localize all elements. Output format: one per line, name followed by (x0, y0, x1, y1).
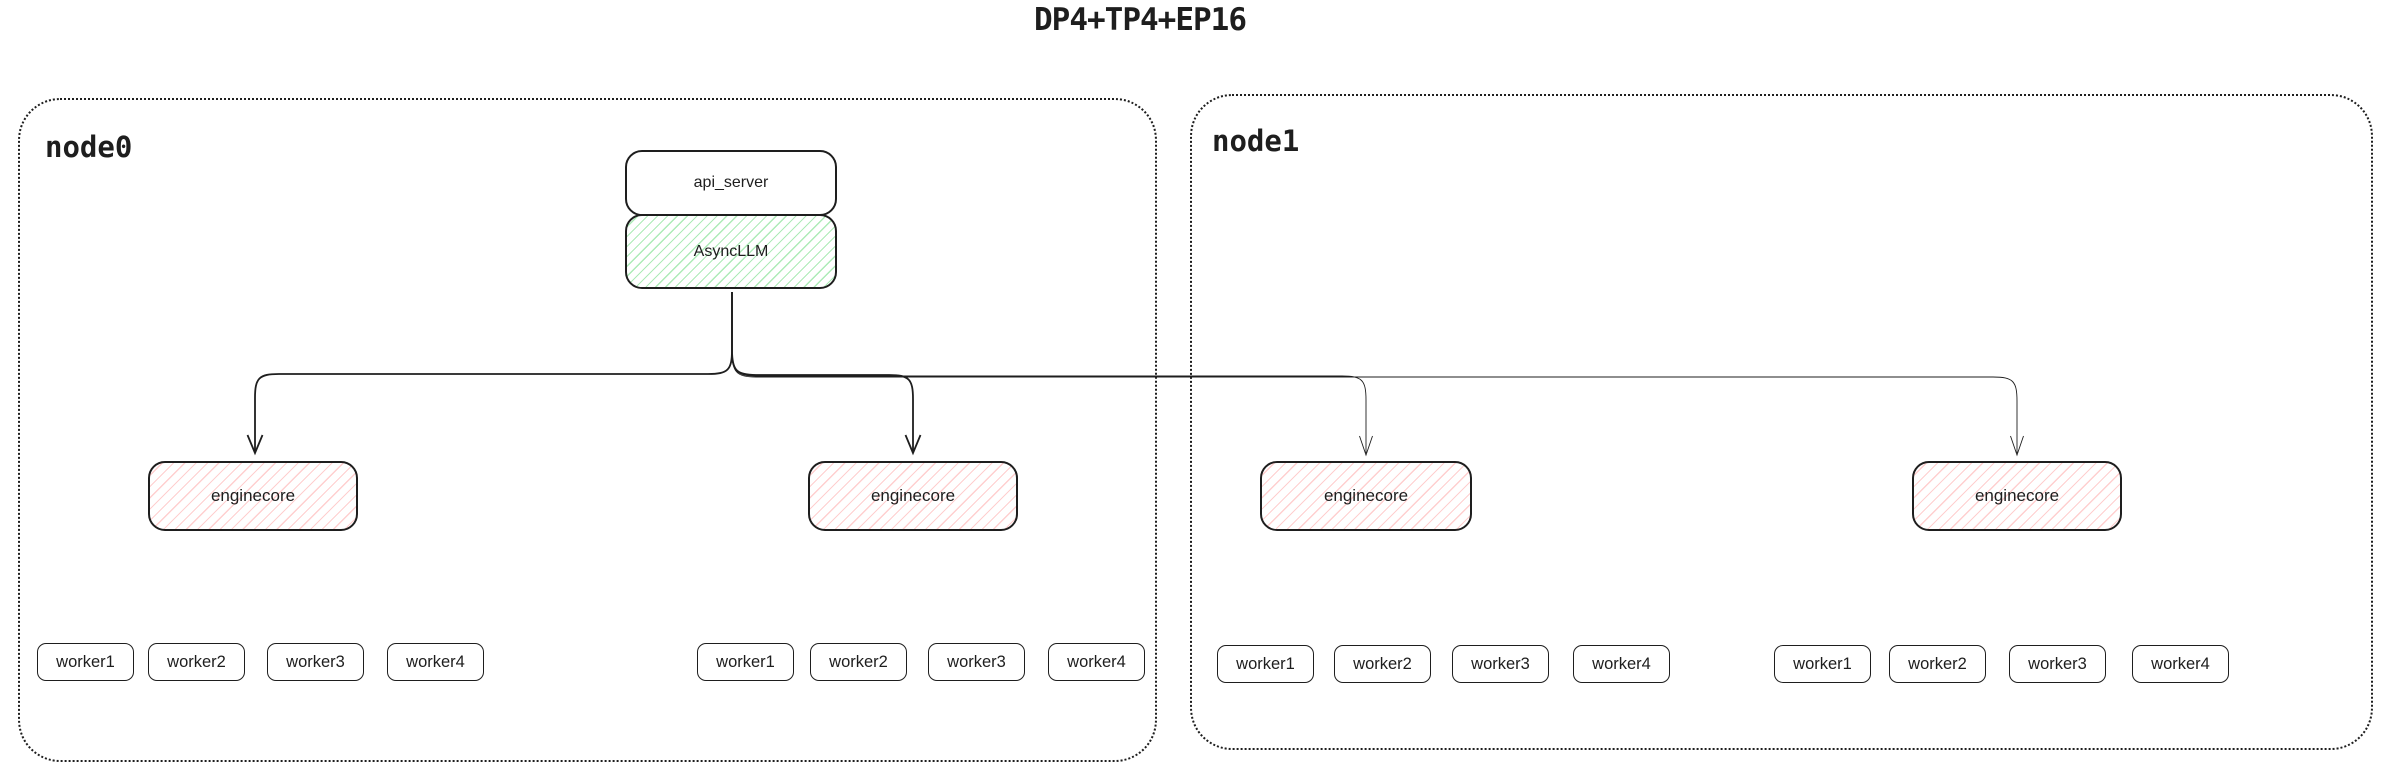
enginecore-box: enginecore (808, 461, 1018, 531)
node1-label: node1 (1212, 124, 1300, 158)
worker-box: worker2 (1889, 645, 1986, 683)
worker-box: worker1 (1217, 645, 1314, 683)
worker-box: worker1 (1774, 645, 1871, 683)
enginecore-box: enginecore (148, 461, 358, 531)
node0-container (18, 98, 1157, 762)
enginecore-box: enginecore (1260, 461, 1472, 531)
enginecore-box: enginecore (1912, 461, 2122, 531)
worker-box: worker4 (2132, 645, 2229, 683)
node1-container (1190, 94, 2373, 750)
diagram-title: DP4+TP4+EP16 (1034, 2, 1247, 38)
worker-box: worker4 (1573, 645, 1670, 683)
async-llm-box: AsyncLLM (625, 214, 837, 289)
worker-box: worker3 (1452, 645, 1549, 683)
worker-box: worker3 (2009, 645, 2106, 683)
api-server-box: api_server (625, 150, 837, 216)
worker-box: worker2 (1334, 645, 1431, 683)
worker-box: worker4 (1048, 643, 1145, 681)
worker-box: worker3 (928, 643, 1025, 681)
worker-box: worker2 (148, 643, 245, 681)
worker-box: worker1 (697, 643, 794, 681)
worker-box: worker1 (37, 643, 134, 681)
worker-box: worker2 (810, 643, 907, 681)
worker-box: worker4 (387, 643, 484, 681)
node0-label: node0 (45, 130, 133, 164)
worker-box: worker3 (267, 643, 364, 681)
